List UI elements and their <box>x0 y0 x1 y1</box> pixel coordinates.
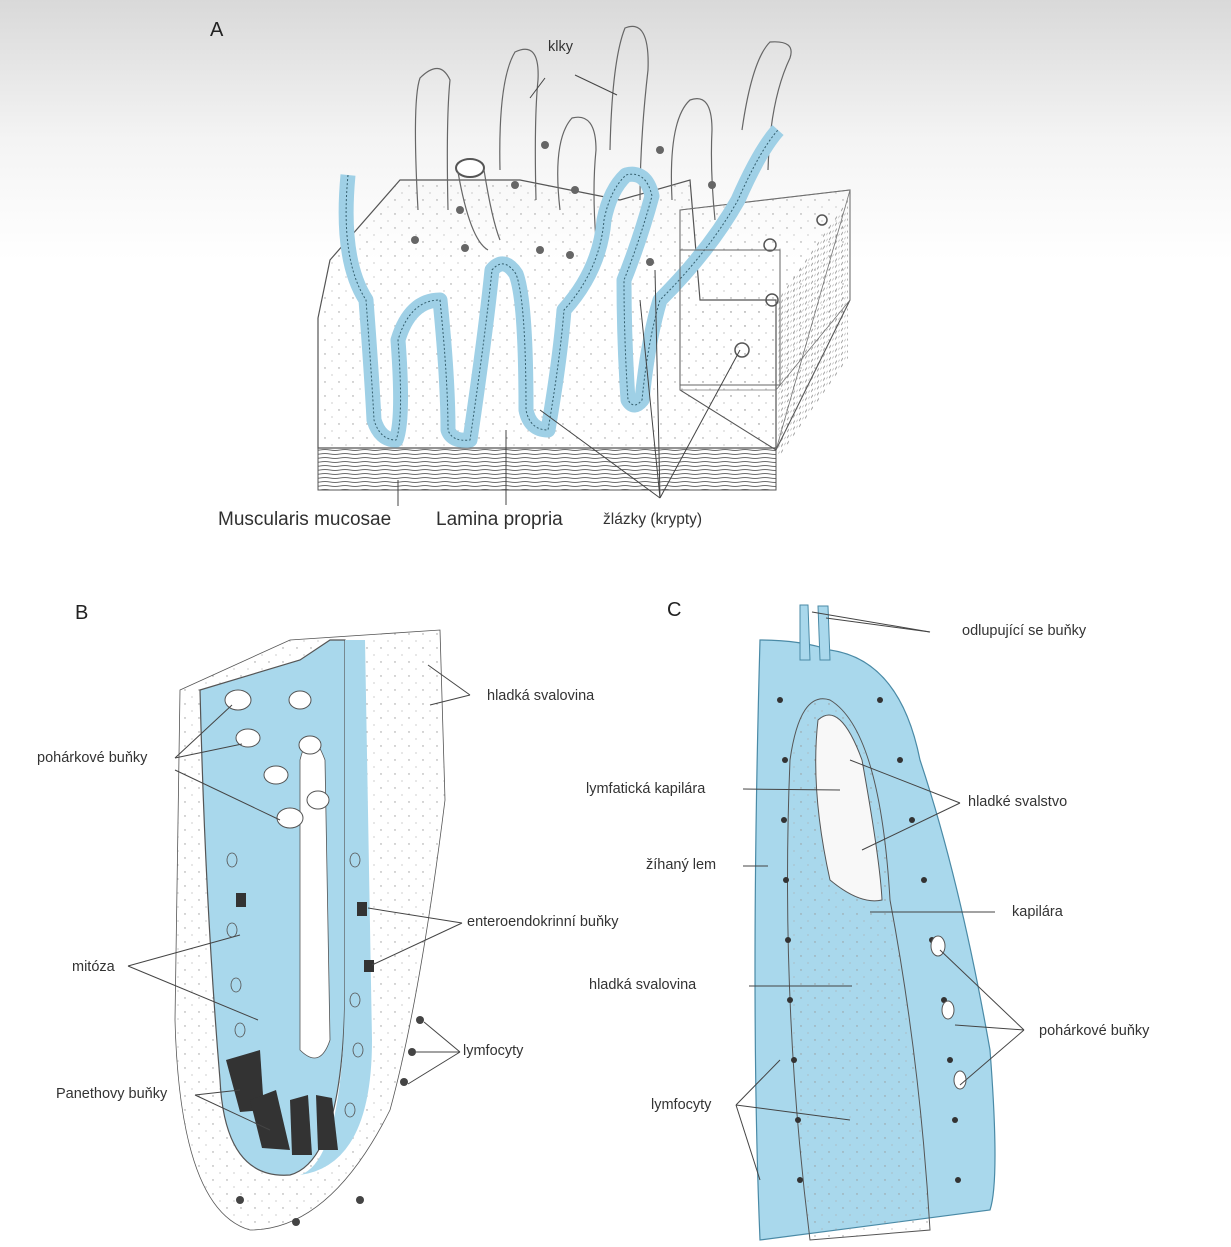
c-lymph-capillary-label: lymfatická kapilára <box>586 782 705 797</box>
b-goblet-label: pohárkové buňky <box>37 751 147 766</box>
c-goblet-label: pohárkové buňky <box>1039 1024 1149 1039</box>
c-brush-border-label: žíhaný lem <box>646 858 716 873</box>
muscularis-mucosae-layer <box>318 448 776 490</box>
glands-label: žlázky (krypty) <box>603 512 702 528</box>
b-paneth-label: Panethovy buňky <box>56 1087 167 1102</box>
villus-cut-top <box>456 159 484 177</box>
panel-c-letter: C <box>667 600 681 620</box>
b-mitosis-label: mitóza <box>72 960 115 975</box>
crypt-lumen <box>300 740 330 1058</box>
c-smooth-muscle-label: hladká svalovina <box>589 978 696 993</box>
b-lymphocytes-label: lymfocyty <box>463 1044 523 1059</box>
c-smooth-muscle2-label: hladké svalstvo <box>968 795 1067 810</box>
panel-a-drawing <box>318 26 850 506</box>
panel-a-letter: A <box>210 20 223 40</box>
villi-label: klky <box>548 40 573 55</box>
c-lymphocytes-label: lymfocyty <box>651 1098 711 1113</box>
b-smooth-muscle-label: hladká svalovina <box>487 689 594 704</box>
b-enteroendocrine-label: enteroendokrinní buňky <box>467 915 619 930</box>
lamina-propria-label: Lamina propria <box>436 510 563 529</box>
c-shedding-label: odlupující se buňky <box>962 624 1086 639</box>
villus-outline <box>500 49 538 200</box>
c-capillary-label: kapilára <box>1012 905 1063 920</box>
panel-b-drawing <box>128 630 470 1230</box>
muscularis-label: Muscularis mucosae <box>218 510 391 529</box>
panel-b-letter: B <box>75 603 88 623</box>
panel-c-drawing <box>736 605 1024 1240</box>
